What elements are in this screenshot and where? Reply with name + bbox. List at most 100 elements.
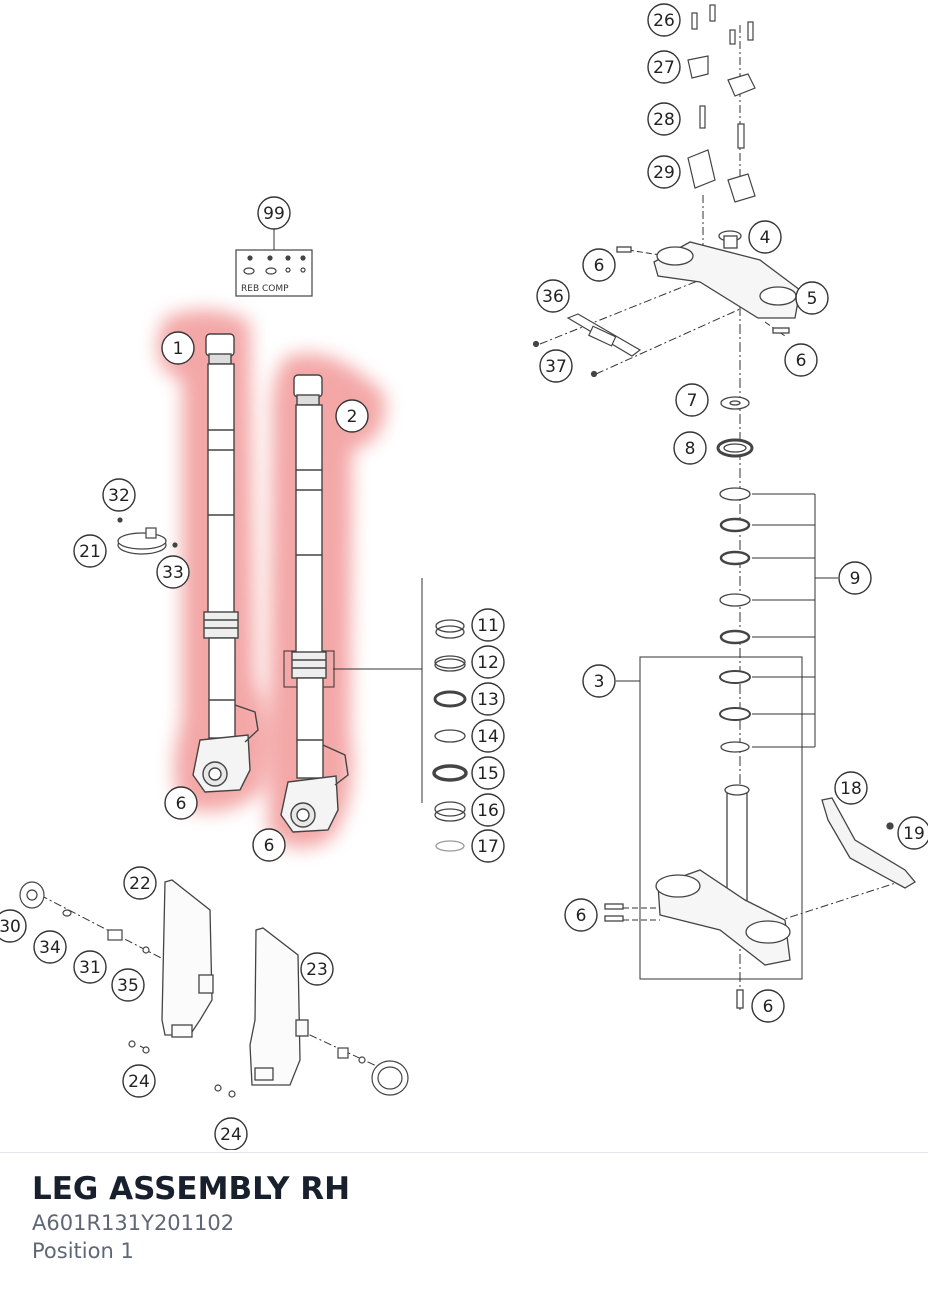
setting-plate-99[interactable]	[235, 249, 313, 297]
bracket-36[interactable]	[532, 313, 642, 378]
callout-27[interactable]: 27	[647, 50, 681, 84]
callout-label: 8	[685, 439, 696, 459]
callout-label: 6	[796, 351, 807, 371]
callout-label: 14	[477, 727, 499, 747]
callout-label: 6	[264, 836, 275, 856]
seal-kit[interactable]	[432, 619, 468, 852]
callout-label: 99	[263, 204, 285, 224]
callout-31[interactable]: 31	[73, 950, 107, 984]
callout-label: 22	[129, 874, 151, 894]
callout-34[interactable]: 34	[33, 930, 67, 964]
plate-text: REB COMP	[241, 284, 289, 294]
callout-4[interactable]: 4	[748, 220, 782, 254]
callout-6[interactable]: 6	[582, 248, 616, 282]
callout-label: 26	[653, 11, 675, 31]
callout-5[interactable]: 5	[795, 281, 829, 315]
callout-24[interactable]: 24	[122, 1064, 156, 1098]
callout-18[interactable]: 18	[834, 771, 868, 805]
upper-triple-clamp[interactable]	[616, 230, 801, 334]
callout-label: 21	[79, 542, 101, 562]
brake-line-clamp-18[interactable]	[821, 797, 916, 889]
callout-30[interactable]: 30	[0, 909, 27, 943]
callout-26[interactable]: 26	[647, 3, 681, 37]
fork-guard-23[interactable]	[249, 927, 309, 1086]
callout-35[interactable]: 35	[111, 968, 145, 1002]
callout-6[interactable]: 6	[564, 898, 598, 932]
callout-11[interactable]: 11	[471, 608, 505, 642]
callout-label: 36	[542, 287, 564, 307]
callout-21[interactable]: 21	[73, 534, 107, 568]
lower-triple-clamp[interactable]	[604, 784, 791, 1009]
callout-label: 13	[477, 690, 499, 710]
callout-15[interactable]: 15	[471, 756, 505, 790]
fork-leg-2[interactable]	[280, 374, 349, 833]
callout-22[interactable]: 22	[123, 866, 157, 900]
callout-1[interactable]: 1	[161, 331, 195, 365]
callout-24[interactable]: 24	[214, 1117, 248, 1150]
callout-label: 17	[477, 837, 499, 857]
callout-label: 6	[576, 906, 587, 926]
callout-label: 34	[39, 938, 61, 958]
callout-label: 2	[347, 407, 358, 427]
callout-label: 3	[594, 672, 605, 692]
callout-99[interactable]: 99	[257, 196, 291, 230]
callout-6[interactable]: 6	[252, 828, 286, 862]
callout-label: 31	[79, 958, 101, 978]
callout-6[interactable]: 6	[164, 786, 198, 820]
fork-leg-1[interactable]	[192, 333, 259, 793]
small-hardware[interactable]	[19, 881, 409, 1098]
callout-12[interactable]: 12	[471, 645, 505, 679]
part-title: LEG ASSEMBLY RH	[32, 1171, 351, 1207]
part-info-panel: LEG ASSEMBLY RH A601R131Y201102 Position…	[0, 1152, 928, 1291]
callout-label: 32	[108, 486, 130, 506]
callout-6[interactable]: 6	[751, 989, 785, 1023]
callout-label: 33	[162, 563, 184, 583]
callout-2[interactable]: 2	[335, 399, 369, 433]
callout-label: 24	[220, 1125, 242, 1145]
callout-19[interactable]: 19	[897, 816, 928, 850]
callout-label: 11	[477, 616, 499, 636]
clamp-21[interactable]	[117, 517, 178, 555]
callout-9[interactable]: 9	[838, 561, 872, 595]
callout-28[interactable]: 28	[647, 102, 681, 136]
callout-33[interactable]: 33	[156, 555, 190, 589]
callout-37[interactable]: 37	[539, 349, 573, 383]
callout-29[interactable]: 29	[647, 155, 681, 189]
callout-7[interactable]: 7	[675, 383, 709, 417]
callout-label: 29	[653, 163, 675, 183]
callout-16[interactable]: 16	[471, 793, 505, 827]
callout-label: 4	[760, 228, 771, 248]
callout-label: 27	[653, 58, 675, 78]
callout-32[interactable]: 32	[102, 478, 136, 512]
callout-label: 23	[306, 960, 328, 980]
callout-label: 6	[176, 794, 187, 814]
callout-14[interactable]: 14	[471, 719, 505, 753]
callout-17[interactable]: 17	[471, 829, 505, 863]
bearings[interactable]	[716, 396, 754, 753]
exploded-parts-diagram: REB COMP	[0, 3, 928, 1150]
callout-label: 9	[850, 569, 861, 589]
callout-23[interactable]: 23	[300, 952, 334, 986]
callout-label: 30	[0, 917, 21, 937]
part-position: Position 1	[32, 1239, 134, 1263]
callout-3[interactable]: 3	[582, 664, 616, 698]
callout-36[interactable]: 36	[536, 279, 570, 313]
callout-8[interactable]: 8	[673, 431, 707, 465]
callout-label: 28	[653, 110, 675, 130]
callout-label: 1	[173, 339, 184, 359]
selection-highlight	[157, 309, 386, 848]
callout-label: 5	[807, 289, 818, 309]
callout-label: 18	[840, 779, 862, 799]
callout-label: 19	[903, 824, 925, 844]
callout-label: 12	[477, 653, 499, 673]
top-hardware[interactable]	[687, 4, 756, 203]
callout-label: 7	[687, 391, 698, 411]
callout-13[interactable]: 13	[471, 682, 505, 716]
fork-guard-22[interactable]	[161, 879, 214, 1038]
callout-label: 6	[763, 997, 774, 1017]
callout-label: 35	[117, 976, 139, 996]
callout-6[interactable]: 6	[784, 343, 818, 377]
callout-label: 6	[594, 256, 605, 276]
callout-label: 37	[545, 357, 567, 377]
